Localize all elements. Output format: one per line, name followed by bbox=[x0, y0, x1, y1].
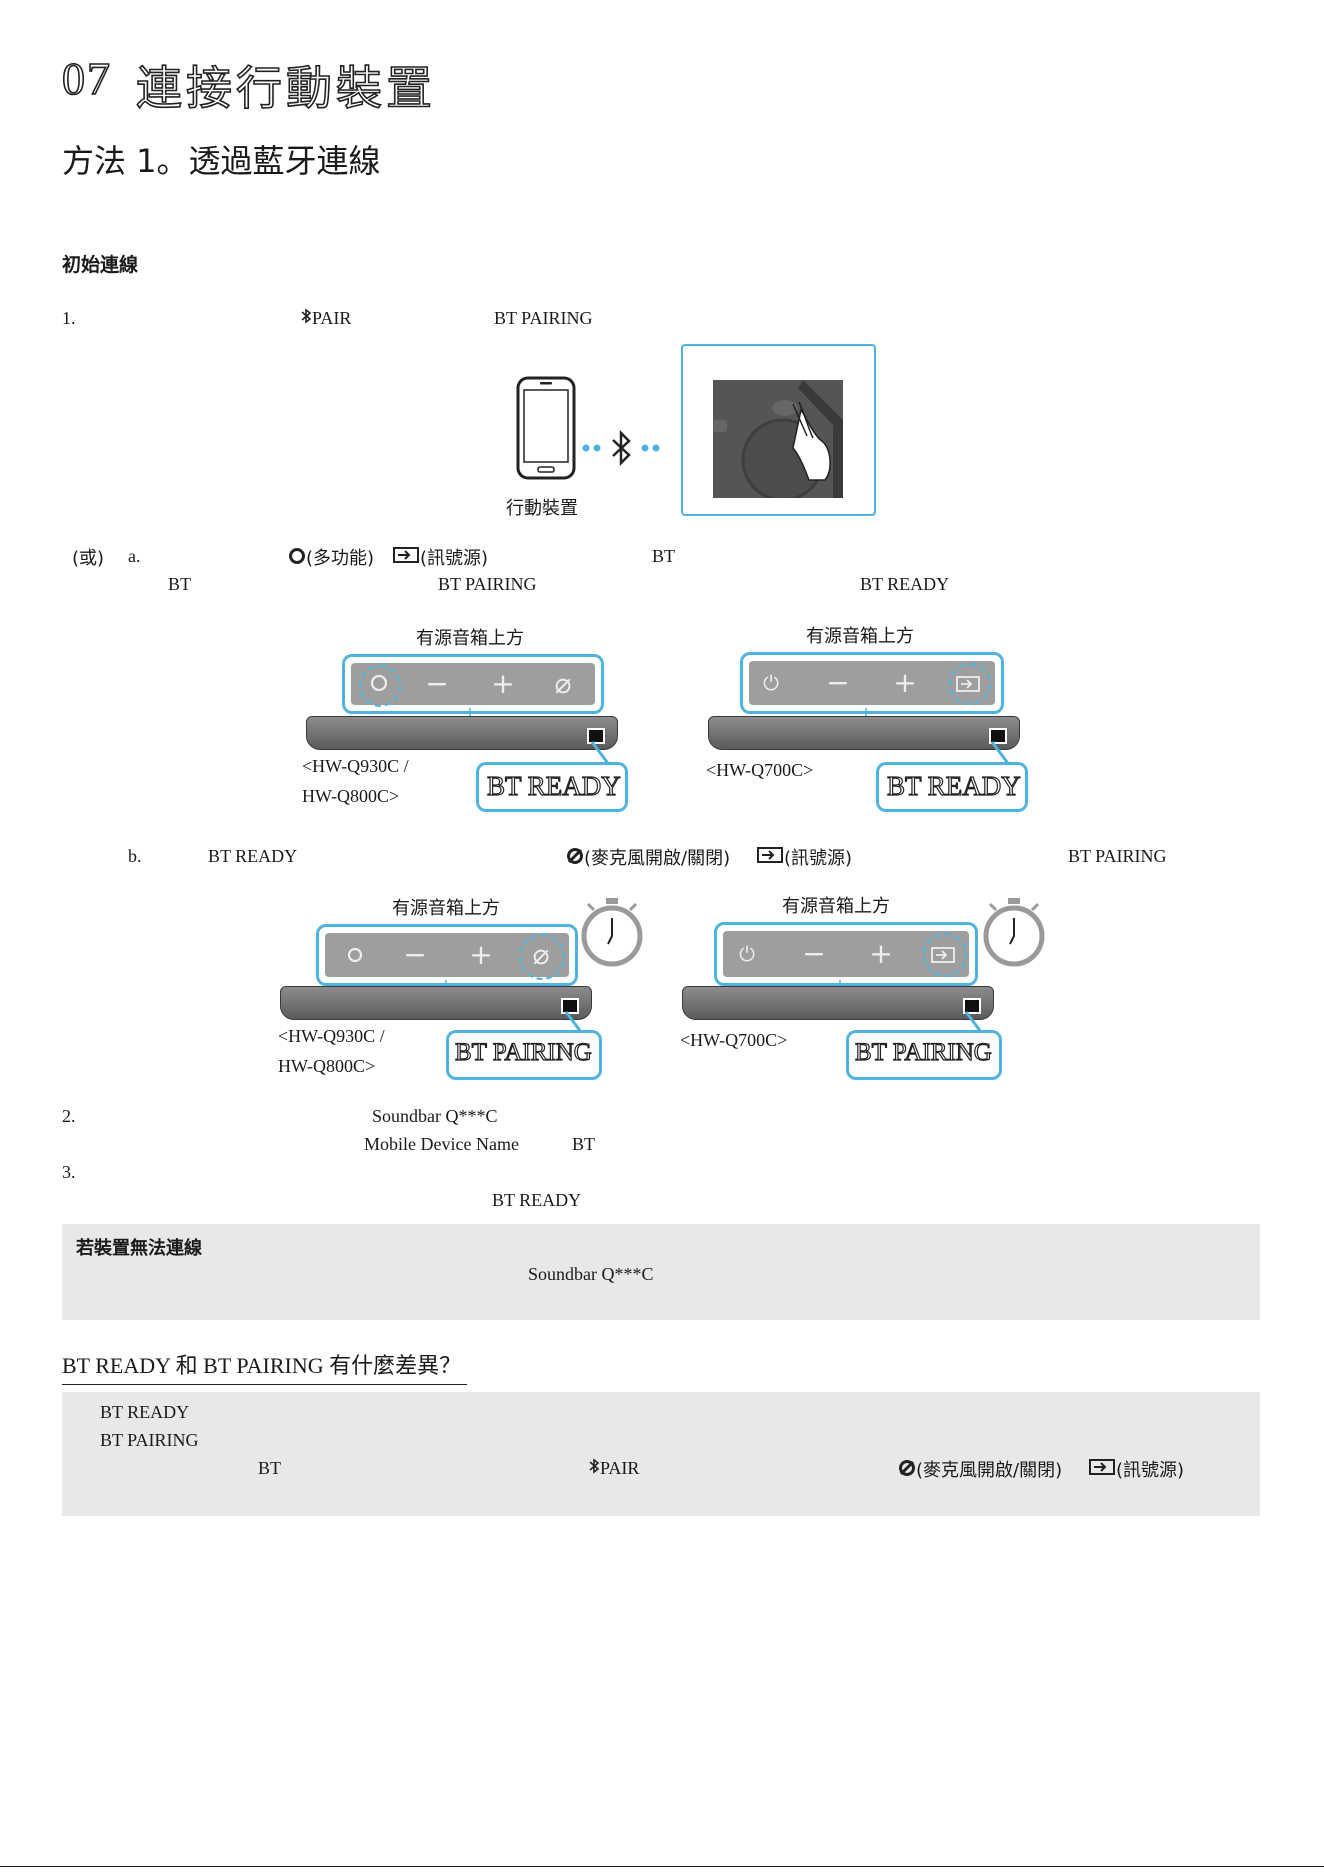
source-icon bbox=[756, 846, 784, 869]
or-label: (或) bbox=[72, 548, 105, 569]
troubleshoot-box: 若裝置無法連線 Soundbar Q***C bbox=[62, 1224, 1260, 1320]
model-label: <HW-Q930C / bbox=[278, 1026, 385, 1046]
remote-photo bbox=[713, 380, 843, 498]
chapter-title: 連接行動裝置 bbox=[135, 60, 436, 116]
bluetooth-icon bbox=[300, 308, 312, 329]
volume-up-icon: + bbox=[869, 937, 893, 970]
bluetooth-link-icon bbox=[580, 429, 662, 470]
soundbar bbox=[682, 986, 994, 1020]
mic-label: (麥克風開啟/關閉) bbox=[898, 1456, 1062, 1482]
soundbar bbox=[306, 716, 618, 750]
pairing-text: BT PAIRING bbox=[438, 574, 537, 594]
ready-text: BT READY bbox=[492, 1190, 582, 1210]
highlight-circle bbox=[923, 933, 967, 977]
mobile-device-name: Mobile Device Name bbox=[364, 1134, 519, 1154]
pair-button-label: PAIR bbox=[588, 1458, 639, 1479]
ready-text: BT READY bbox=[860, 574, 950, 594]
model-label: HW-Q800C> bbox=[278, 1056, 376, 1076]
pair-button-label: PAIR bbox=[300, 308, 351, 329]
highlight-circle bbox=[949, 663, 991, 705]
mic-icon: ⌀ bbox=[554, 667, 572, 700]
difference-heading: BT READY 和 BT PAIRING 有什麼差異？ bbox=[62, 1348, 468, 1385]
timer-icon bbox=[580, 896, 644, 972]
soundbar bbox=[708, 716, 1020, 750]
bt-pairing-callout: BT PAIRING bbox=[846, 1030, 1002, 1080]
volume-up-icon: + bbox=[491, 667, 515, 700]
model-label: <HW-Q700C> bbox=[706, 760, 814, 780]
bt-text: BT bbox=[652, 546, 676, 566]
bt-pairing-callout: BT PAIRING bbox=[446, 1030, 602, 1080]
control-panel: ⏻ − + bbox=[740, 652, 1004, 714]
highlight-circle bbox=[359, 665, 401, 707]
top-caption: 有源音箱上方 bbox=[416, 628, 524, 649]
substep-a-letter: a. bbox=[128, 546, 141, 566]
highlight-circle bbox=[519, 934, 565, 980]
bluetooth-icon bbox=[588, 1458, 600, 1479]
model-label: <HW-Q700C> bbox=[680, 1030, 788, 1050]
control-panel: − + ⌀ bbox=[316, 924, 578, 986]
step-number: 3. bbox=[62, 1162, 76, 1182]
multi-function-icon bbox=[288, 546, 306, 569]
volume-up-icon: + bbox=[469, 938, 493, 971]
volume-down-icon: − bbox=[425, 667, 449, 700]
chapter-number: 07 bbox=[61, 52, 112, 105]
device-caption: 行動裝置 bbox=[506, 498, 578, 519]
step-number: 2. bbox=[62, 1106, 76, 1126]
mobile-phone-icon bbox=[516, 376, 576, 484]
control-panel: ⏻ − + bbox=[714, 922, 978, 986]
top-caption: 有源音箱上方 bbox=[392, 898, 500, 919]
timer-icon bbox=[982, 896, 1046, 972]
source-label: (訊號源) bbox=[756, 844, 852, 870]
step-number: 1. bbox=[62, 308, 76, 328]
model-label: HW-Q800C> bbox=[302, 786, 400, 806]
multi-function-icon bbox=[346, 941, 364, 969]
troubleshoot-heading: 若裝置無法連線 bbox=[76, 1238, 202, 1259]
power-icon: ⏻ bbox=[763, 671, 779, 695]
source-icon bbox=[392, 546, 420, 569]
power-icon: ⏻ bbox=[739, 942, 755, 966]
control-panel: − + ⌀ bbox=[342, 654, 604, 714]
multi-function-label: (多功能) bbox=[288, 544, 374, 570]
volume-down-icon: − bbox=[403, 938, 427, 971]
method-title: 方法 1。透過藍牙連線 bbox=[62, 142, 381, 180]
ready-text: BT READY bbox=[208, 846, 298, 866]
mode-label: BT PAIRING bbox=[494, 308, 593, 328]
model-label: <HW-Q930C / bbox=[302, 756, 409, 776]
bt-text: BT bbox=[168, 574, 192, 594]
volume-down-icon: − bbox=[826, 666, 850, 699]
pairing-text: BT PAIRING bbox=[1068, 846, 1167, 866]
source-icon bbox=[1088, 1458, 1116, 1481]
footer-rule bbox=[0, 1866, 1324, 1867]
bt-text: BT bbox=[572, 1134, 596, 1154]
remote-photo-frame bbox=[681, 344, 876, 516]
device-name: Soundbar Q***C bbox=[372, 1106, 498, 1126]
mic-label: (麥克風開啟/關閉) bbox=[566, 844, 730, 870]
top-caption: 有源音箱上方 bbox=[806, 626, 914, 647]
source-label: (訊號源) bbox=[392, 544, 488, 570]
volume-up-icon: + bbox=[893, 666, 917, 699]
soundbar bbox=[280, 986, 592, 1020]
pairing-text: BT PAIRING bbox=[100, 1430, 199, 1450]
mic-icon bbox=[566, 846, 584, 869]
bt-text: BT bbox=[258, 1458, 282, 1478]
top-caption: 有源音箱上方 bbox=[782, 896, 890, 917]
mic-icon bbox=[898, 1458, 916, 1481]
substep-b-letter: b. bbox=[128, 846, 142, 866]
bt-ready-callout: BT READY bbox=[476, 762, 628, 812]
ready-text: BT READY bbox=[100, 1402, 190, 1422]
source-label: (訊號源) bbox=[1088, 1456, 1184, 1482]
bt-ready-callout: BT READY bbox=[876, 762, 1028, 812]
section-heading: 初始連線 bbox=[62, 254, 139, 276]
device-name: Soundbar Q***C bbox=[528, 1264, 654, 1284]
difference-box: BT READY BT PAIRING BT PAIR (麥克風開啟/關閉) (… bbox=[62, 1392, 1260, 1516]
volume-down-icon: − bbox=[802, 937, 826, 970]
